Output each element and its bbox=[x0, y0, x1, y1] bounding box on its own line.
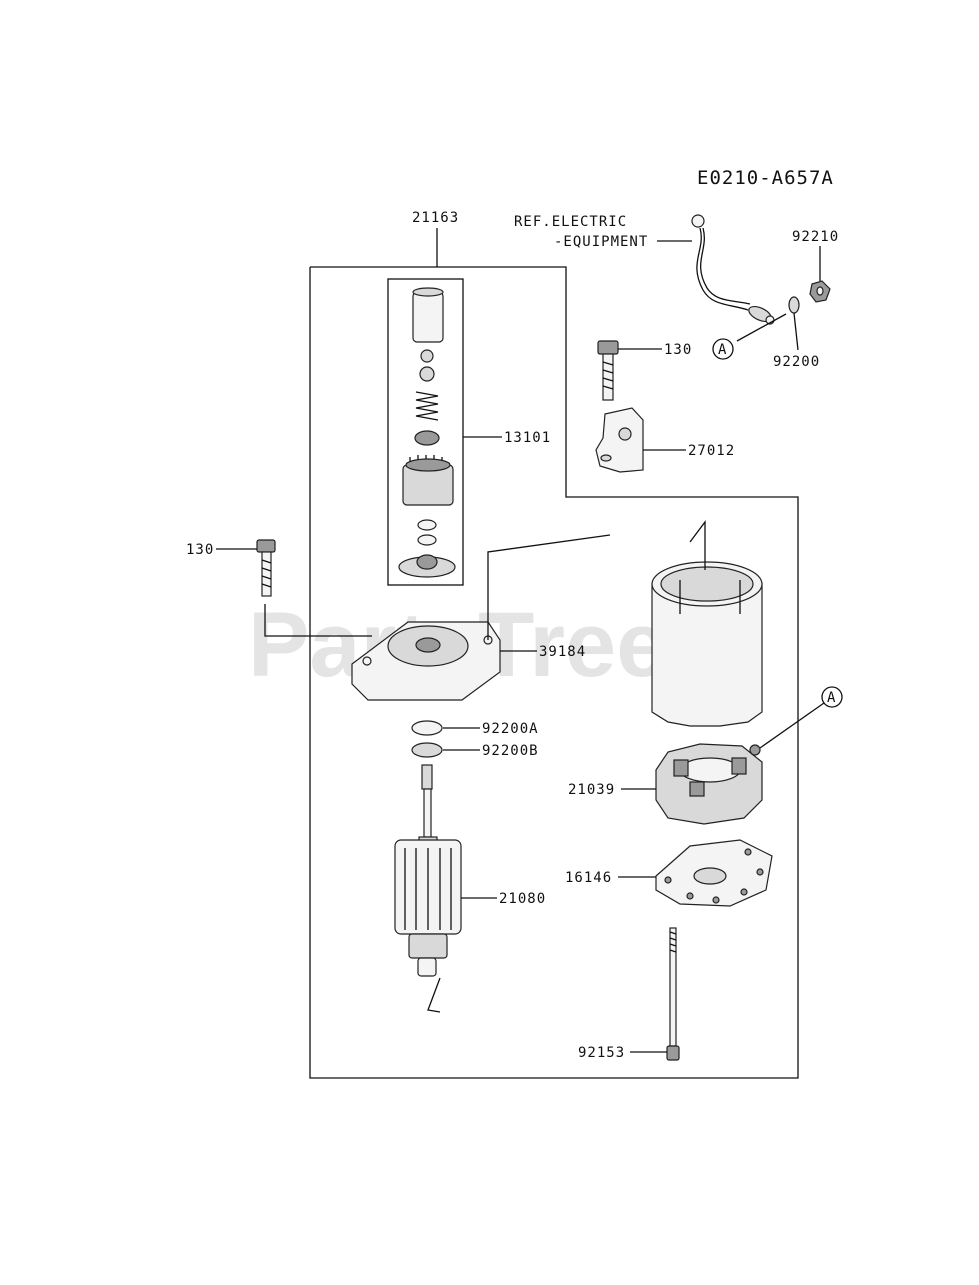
brush-holder bbox=[655, 743, 763, 825]
ref-cable bbox=[691, 214, 775, 325]
through-bolt bbox=[666, 927, 680, 1061]
ref-label-line1[interactable]: REF.ELECTRIC bbox=[514, 214, 627, 230]
washer-a bbox=[411, 720, 443, 736]
part-label-39184[interactable]: 39184 bbox=[539, 644, 586, 660]
end-plate bbox=[655, 839, 773, 907]
ref-label-line2[interactable]: -EQUIPMENT bbox=[554, 234, 648, 250]
armature bbox=[394, 764, 462, 977]
part-label-92153[interactable]: 92153 bbox=[578, 1045, 625, 1061]
washer-92200 bbox=[788, 296, 800, 314]
part-label-130-left[interactable]: 130 bbox=[186, 542, 214, 558]
part-label-16146[interactable]: 16146 bbox=[565, 870, 612, 886]
assembly-outline bbox=[309, 228, 799, 1079]
part-label-21039[interactable]: 21039 bbox=[568, 782, 615, 798]
callout-a-lower-label: A bbox=[827, 690, 836, 706]
part-label-27012[interactable]: 27012 bbox=[688, 443, 735, 459]
bolt-upper bbox=[597, 340, 619, 401]
part-label-13101[interactable]: 13101 bbox=[504, 430, 551, 446]
part-label-21163[interactable]: 21163 bbox=[412, 210, 459, 226]
callout-a-upper bbox=[712, 338, 734, 360]
part-label-92200B[interactable]: 92200B bbox=[482, 743, 539, 759]
part-label-92200[interactable]: 92200 bbox=[773, 354, 820, 370]
diagram-code: E0210-A657A bbox=[697, 167, 834, 189]
starter-housing bbox=[651, 561, 763, 727]
bracket bbox=[595, 407, 644, 473]
end-cover bbox=[351, 621, 501, 701]
callout-a-upper-label: A bbox=[718, 342, 727, 358]
bolt-left bbox=[256, 539, 276, 597]
part-label-21080[interactable]: 21080 bbox=[499, 891, 546, 907]
part-label-92200A[interactable]: 92200A bbox=[482, 721, 539, 737]
drive-assembly-box bbox=[387, 278, 464, 586]
callout-a-lower bbox=[821, 686, 843, 708]
part-label-130-upper[interactable]: 130 bbox=[664, 342, 692, 358]
washer-b bbox=[411, 742, 443, 758]
drive-stack-parts bbox=[398, 287, 456, 578]
part-label-92210[interactable]: 92210 bbox=[792, 229, 839, 245]
